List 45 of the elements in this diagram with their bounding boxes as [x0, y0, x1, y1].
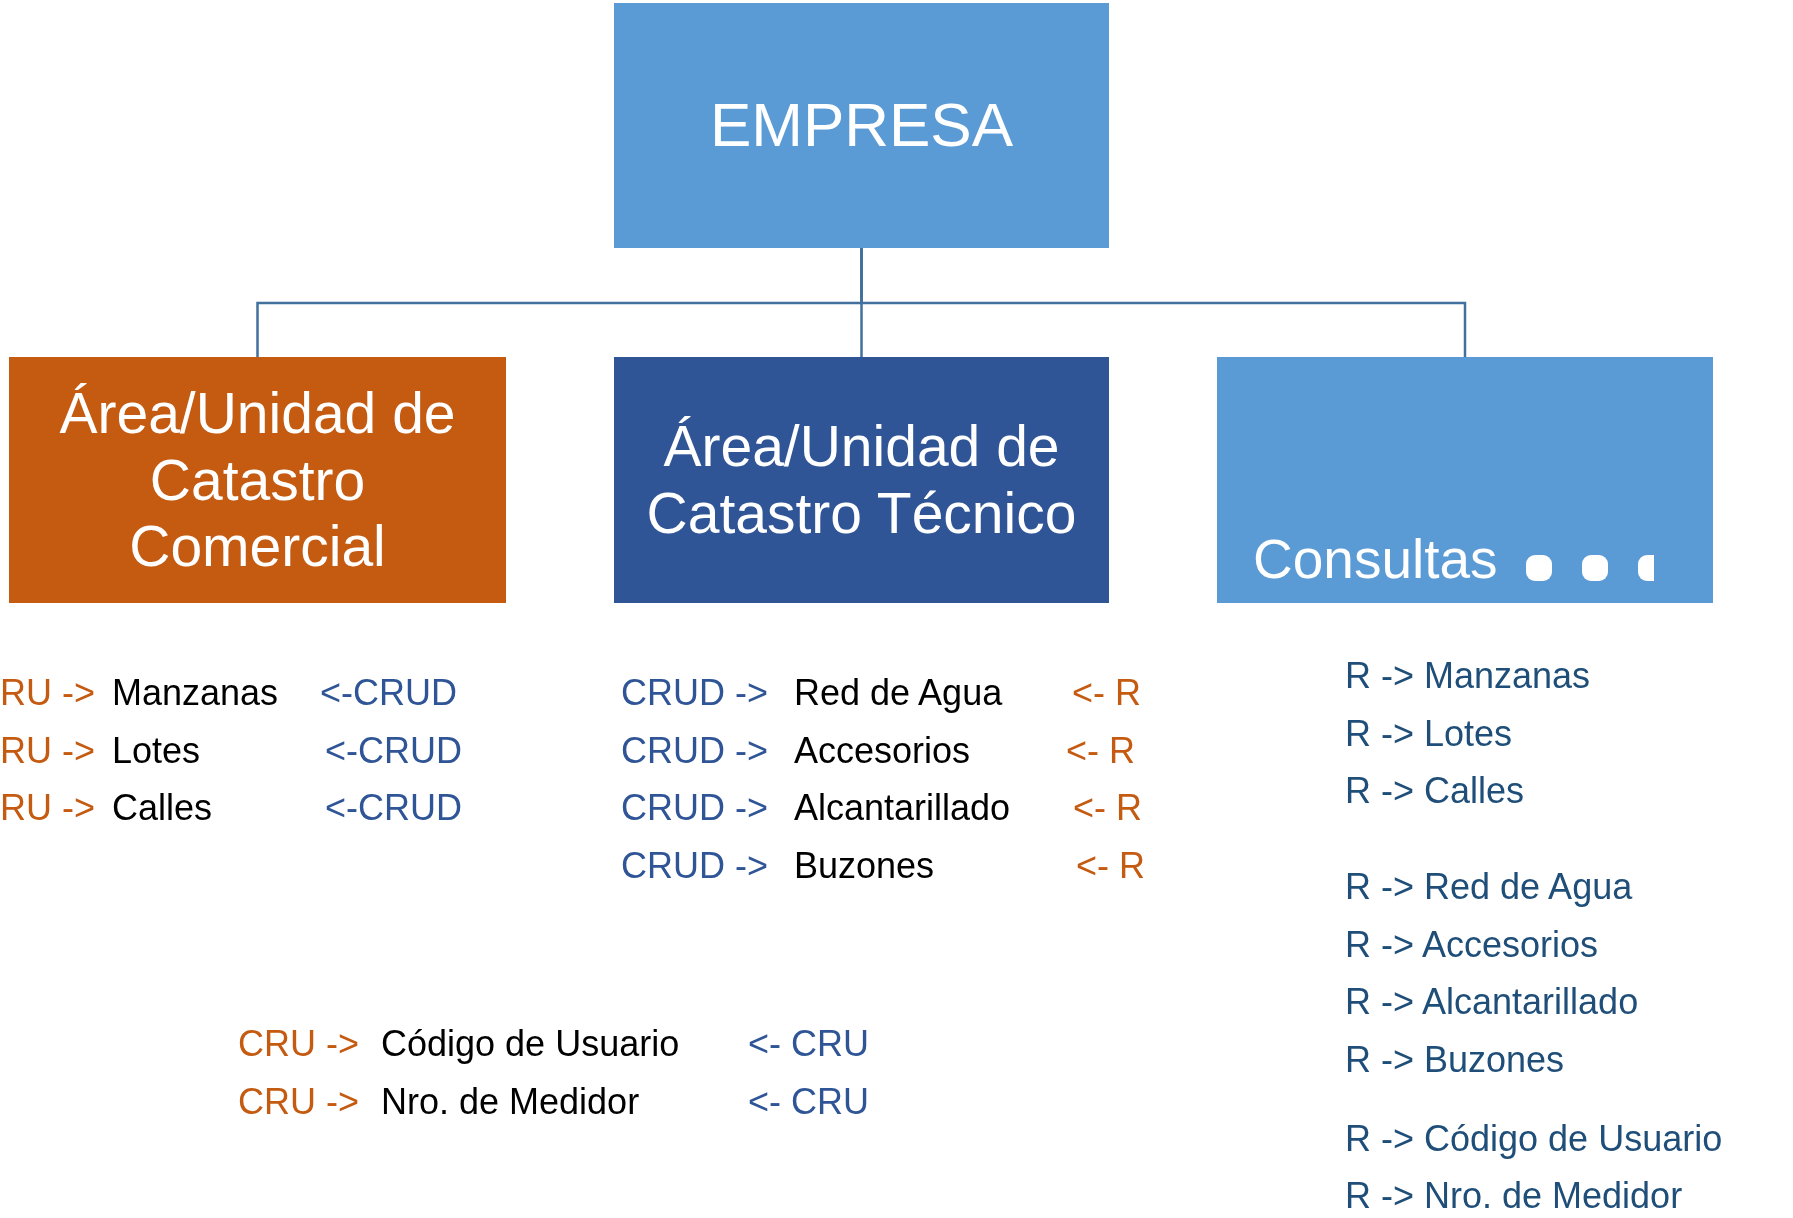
permission-text: R -> Código de Usuario	[1345, 1117, 1723, 1161]
permission-text: <- R	[1066, 729, 1135, 773]
permission-text: Manzanas	[112, 671, 279, 715]
permission-text: <-CRUD	[325, 729, 462, 773]
permission-text: R -> Alcantarillado	[1345, 980, 1639, 1024]
permission-text: <- R	[1072, 671, 1141, 715]
box-title: Área/Unidad de Catastro Técnico	[645, 413, 1078, 547]
permission-text: Buzones	[794, 844, 935, 888]
permission-text: RU ->	[0, 671, 95, 715]
box-title: Área/Unidad de Catastro Comercial	[58, 379, 457, 581]
permission-text: CRUD ->	[621, 729, 768, 773]
permission-text: CRUD ->	[621, 844, 768, 888]
permission-text: R -> Accesorios	[1345, 923, 1599, 967]
permission-text: Código de Usuario	[381, 1022, 680, 1066]
permission-text: <- R	[1073, 786, 1142, 830]
box-title: EMPRESA	[709, 89, 1014, 162]
permission-text: R -> Manzanas	[1345, 654, 1591, 698]
org-box	[614, 3, 1109, 248]
permission-text: <- R	[1076, 844, 1145, 888]
permission-text: RU ->	[0, 786, 95, 830]
permission-text: RU ->	[0, 729, 95, 773]
permission-text: <-CRUD	[320, 671, 457, 715]
permission-text: R -> Red de Agua	[1345, 865, 1633, 909]
permission-text: Red de Agua	[794, 671, 1003, 715]
permission-text: R -> Nro. de Medidor	[1345, 1174, 1683, 1218]
permission-text: R -> Buzones	[1345, 1038, 1565, 1082]
permission-text: Nro. de Medidor	[381, 1080, 640, 1124]
permission-text: R -> Lotes	[1345, 712, 1513, 756]
permission-text: Accesorios	[794, 729, 971, 773]
permission-text: Alcantarillado	[794, 786, 1011, 830]
org-box	[9, 357, 506, 603]
permission-text: CRU ->	[238, 1080, 359, 1124]
permission-text: <-CRUD	[325, 786, 462, 830]
permission-text: Lotes	[112, 729, 201, 773]
permission-text: <- CRU	[748, 1080, 869, 1124]
box-title: Consultas	[1253, 526, 1498, 591]
permission-text: CRUD ->	[621, 786, 768, 830]
org-box	[614, 357, 1109, 603]
connector-line	[860, 248, 1467, 357]
permission-text: Calles	[112, 786, 213, 830]
permission-text: CRU ->	[238, 1022, 359, 1066]
permission-text: CRUD ->	[621, 671, 768, 715]
permission-text: R -> Calles	[1345, 769, 1525, 813]
org-box	[1217, 357, 1713, 603]
permission-text: <- CRU	[748, 1022, 869, 1066]
